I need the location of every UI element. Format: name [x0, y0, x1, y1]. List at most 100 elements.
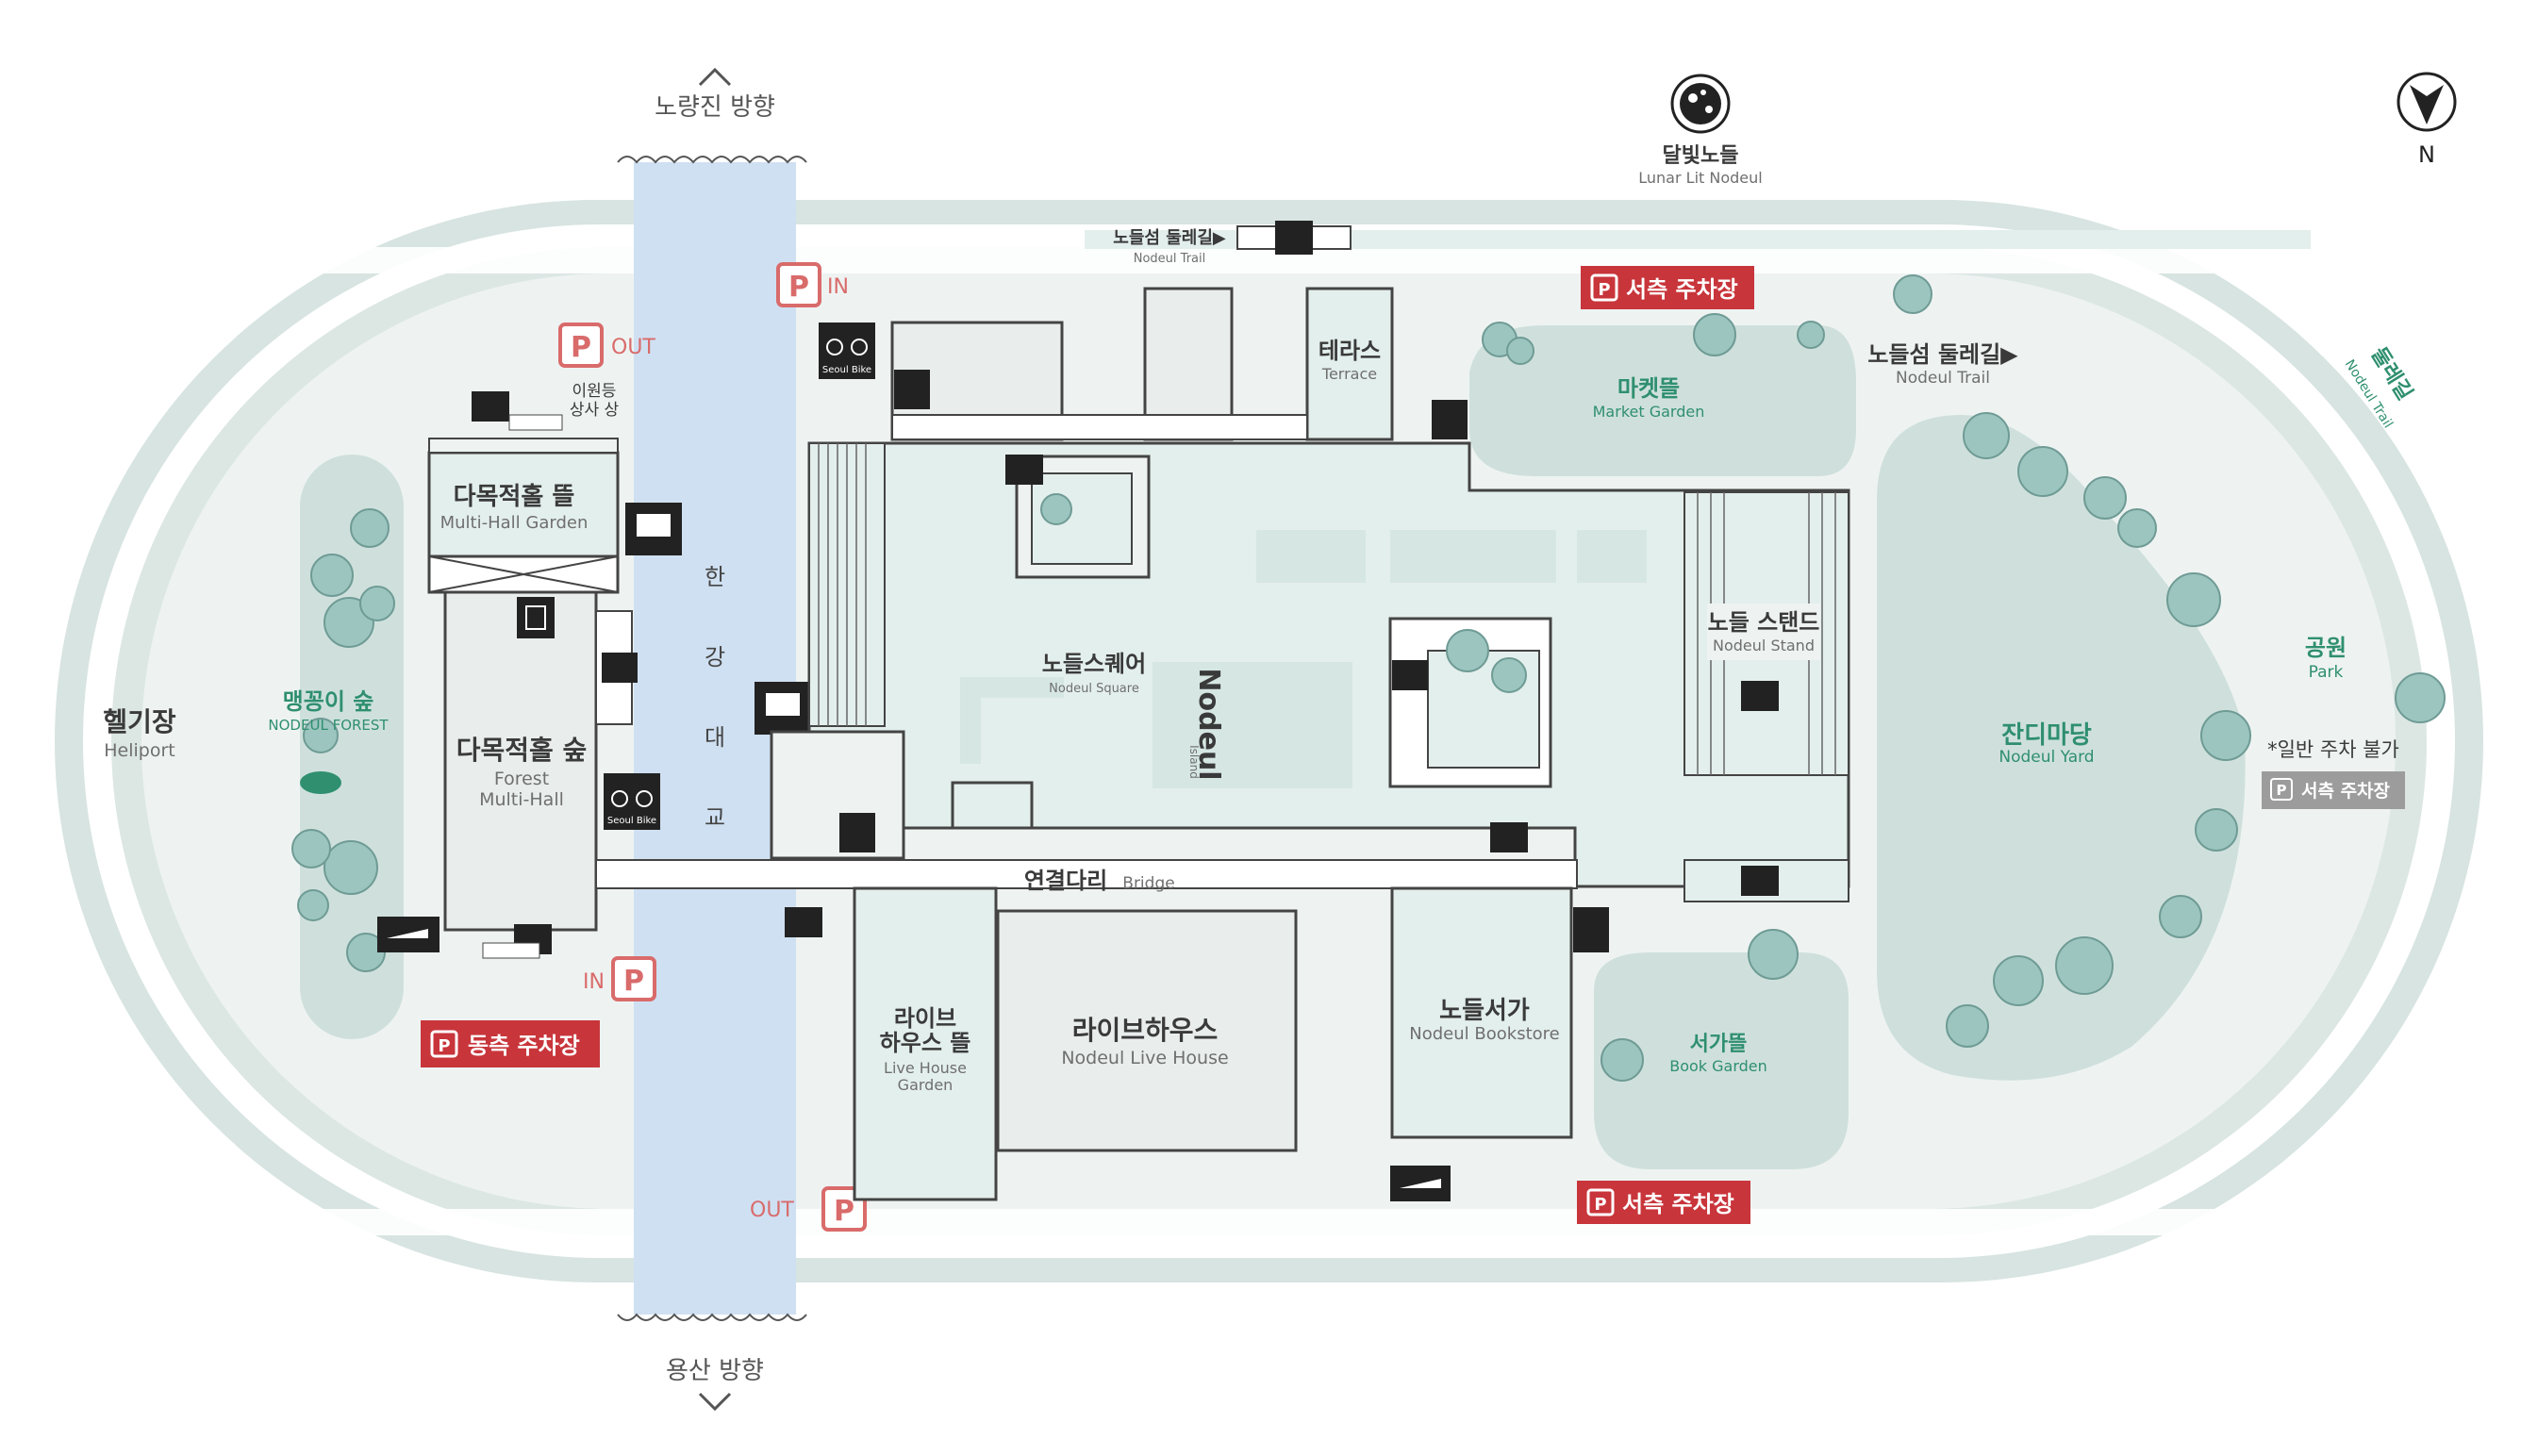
parking-west-top: P 서측 주차장 [1581, 266, 1754, 309]
stairs-icon [472, 391, 638, 959]
terrace-en: Terrace [1321, 365, 1377, 383]
livegarden-ko2: 하우스 뜰 [880, 1030, 971, 1056]
park-ko: 공원 [2305, 635, 2347, 661]
svg-text:강: 강 [705, 644, 725, 670]
north-chevron-icon [698, 67, 732, 87]
south-direction: 용산 방향 [666, 1357, 764, 1385]
multihall-en2: Multi-Hall [479, 789, 564, 810]
svg-text:교: 교 [705, 804, 725, 831]
stand-ko: 노들 스탠드 [1708, 609, 1820, 636]
livehouse-ko: 라이브하우스 [1072, 1015, 1219, 1046]
svg-text:한: 한 [705, 564, 725, 590]
svg-text:P: P [1598, 280, 1610, 300]
yard-en: Nodeul Yard [1999, 748, 2094, 767]
lunar-ko: 달빛노들 [1663, 144, 1739, 168]
livegarden-en2: Garden [898, 1076, 954, 1094]
multihall-ko: 다목적홀 숲 [456, 735, 588, 766]
svg-text:P: P [623, 965, 644, 998]
elevator-icon [517, 597, 555, 638]
bookstore-en: Nodeul Bookstore [1409, 1024, 1559, 1044]
svg-text:Seoul Bike: Seoul Bike [822, 365, 871, 375]
hangang-bridge [634, 162, 796, 1315]
livegarden-ko1: 라이브 [894, 1005, 956, 1032]
shop-ko1: 이원등 [572, 382, 617, 401]
svg-text:대: 대 [705, 724, 725, 751]
svg-text:Seoul Bike: Seoul Bike [607, 816, 656, 826]
island-sub: Island [1187, 745, 1201, 779]
heliport-ko: 헬기장 [103, 706, 176, 737]
forest-ko: 맹꽁이 숲 [283, 688, 374, 715]
square-ko: 노들스퀘어 [1042, 651, 1146, 677]
livehouse-en: Nodeul Live House [1061, 1048, 1228, 1068]
bookstore [1390, 886, 1573, 1139]
book-garden [1594, 952, 1849, 1169]
nodeul-yard [1877, 415, 2246, 1081]
inner-path [170, 247, 2367, 273]
svg-text:P: P [788, 271, 809, 304]
svg-text:P: P [571, 331, 591, 364]
elevator-icon [1432, 400, 1468, 439]
stairs-icon [1490, 822, 1528, 852]
bridge-en: Bridge [1122, 874, 1174, 893]
bike-icon-top: Seoul Bike [819, 323, 875, 379]
bookgarden-en: Book Garden [1669, 1057, 1767, 1075]
stairs-icon [1741, 681, 1779, 711]
ramp-icon [1390, 1166, 1451, 1201]
forest-en: NODEUL FOREST [268, 717, 389, 734]
general-parking-note: *일반 주차 불가 [2267, 738, 2399, 761]
square-en: Nodeul Square [1049, 682, 1139, 696]
north-direction: 노량진 방향 [655, 93, 775, 122]
svg-text:동측 주차장: 동측 주차장 [468, 1033, 580, 1059]
parking-west-gray: P 서측 주차장 [2262, 771, 2405, 809]
elevator-icon [839, 813, 875, 852]
livehouse-garden [853, 886, 998, 1201]
market-garden [1469, 325, 1856, 476]
bridge-ko: 연결다리 [1024, 868, 1107, 894]
parking-west-bottom: P 서측 주차장 [1577, 1181, 1750, 1224]
svg-text:OUT: OUT [750, 1199, 794, 1222]
tree-icon [1601, 929, 1799, 1082]
livegarden-en1: Live House [884, 1059, 967, 1077]
trail-right-en: Nodeul Trail [1896, 369, 1990, 388]
bookstore-ko: 노들서가 [1439, 997, 1530, 1025]
terrace-ko: 테라스 [1319, 338, 1381, 364]
frog-icon [300, 771, 341, 794]
stairs-icon [1005, 455, 1043, 485]
svg-text:IN: IN [583, 970, 605, 994]
tree-icon [1893, 274, 2446, 1048]
parking-in-bottom: IN P [583, 956, 656, 1001]
shop-ko2: 상사 상 [570, 401, 620, 420]
svg-text:OUT: OUT [611, 336, 655, 359]
tree-icon [291, 508, 395, 972]
terrace [1305, 287, 1394, 441]
svg-text:P: P [834, 1195, 854, 1228]
park-en: Park [2309, 663, 2344, 682]
trail-top-en: Nodeul Trail [1134, 252, 1205, 266]
svg-text:서측 주차장: 서측 주차장 [1626, 276, 1738, 303]
moon-icon [1670, 74, 1731, 134]
parking-out-bottom: OUT P [750, 1186, 867, 1232]
bookgarden-ko: 서가뜰 [1690, 1033, 1748, 1056]
lunar-en: Lunar Lit Nodeul [1638, 169, 1762, 187]
stairs-icon [1392, 660, 1428, 690]
market-en: Market Garden [1593, 403, 1705, 421]
parking-in-top: P IN [776, 262, 849, 307]
svg-text:P: P [1594, 1195, 1606, 1215]
svg-text:P: P [2277, 782, 2287, 799]
svg-text:P: P [438, 1036, 450, 1056]
livehouse [996, 909, 1298, 1152]
stairs-icon [1741, 866, 1779, 896]
nodeul-island-bed [1153, 662, 1352, 788]
multihall-garden-en: Multi-Hall Garden [440, 513, 589, 533]
elevator-icon [894, 370, 930, 409]
multihall-building [443, 590, 598, 932]
multihall-garden-ko: 다목적홀 뜰 [454, 483, 575, 511]
trail-right-ko: 노들섬 둘레길▶ [1867, 341, 2018, 368]
svg-text:서측 주차장: 서측 주차장 [1622, 1191, 1734, 1217]
elevator-icon [1573, 907, 1609, 952]
parking-east: P 동측 주차장 [421, 1020, 600, 1067]
yard-ko: 잔디마당 [2001, 721, 2092, 750]
trail-top-ko: 노들섬 둘레길▶ [1113, 227, 1226, 248]
parking-out-top: P OUT [558, 323, 655, 368]
